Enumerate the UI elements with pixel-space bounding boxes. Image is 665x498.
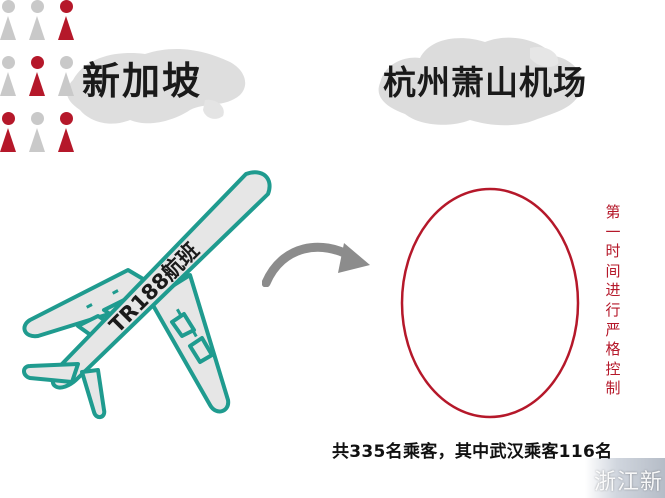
person-icon [58,112,74,152]
person-icon [29,56,45,96]
person-icon [58,56,74,96]
destination-title: 杭州萧山机场 [383,63,587,102]
airplane-icon: TR188航班 [22,170,272,419]
person-icon [0,112,16,152]
person-icon [29,112,45,152]
person-icon [58,0,74,40]
person-icon [29,0,45,40]
origin-title: 新加坡 [82,59,203,103]
hangzhou-map-silhouette [378,37,583,126]
passenger-grid [0,0,100,170]
watermark-background [585,458,665,498]
curved-arrow-icon [262,242,370,287]
quarantine-oval [400,187,580,419]
caption-text: 共335名乘客，其中武汉乘客116名 [332,442,613,462]
singapore-map-silhouette [66,48,246,124]
side-note-text: 第一时间进行严格控制 [605,203,621,398]
person-icon [0,0,16,40]
watermark-text: 浙江新 [594,470,664,495]
person-icon [0,56,16,96]
